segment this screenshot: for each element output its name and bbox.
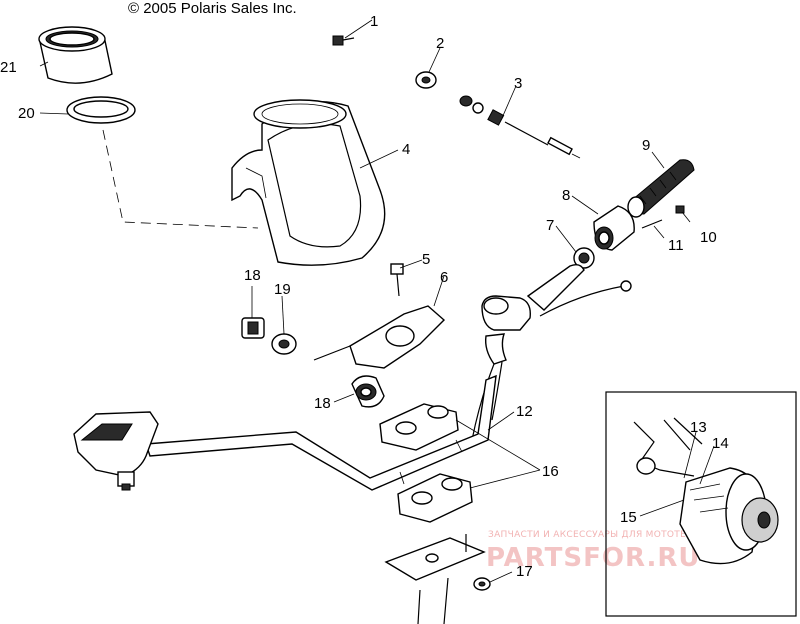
callout-20: 20 <box>18 105 35 122</box>
part-21-cover <box>38 26 113 84</box>
callout-19: 19 <box>274 281 291 298</box>
callout-10: 10 <box>700 229 717 246</box>
callout-11: 11 <box>668 237 684 254</box>
callout-9: 9 <box>642 137 650 154</box>
brake-lever-assembly <box>471 263 632 441</box>
part-7-bushing <box>573 247 595 269</box>
callout-12: 12 <box>516 403 533 420</box>
callout-1: 1 <box>370 13 378 30</box>
part-3-cable <box>459 95 581 159</box>
watermark-tagline: ЗАПЧАСТИ И АКСЕССУАРЫ ДЛЯ МОТОТЕХНИКИ <box>488 530 720 540</box>
part-17-nut <box>473 577 491 591</box>
part-18-switch-upper <box>241 317 265 339</box>
callout-6: 6 <box>440 269 448 286</box>
callout-8: 8 <box>562 187 570 204</box>
part-12-handlebar <box>145 374 497 491</box>
part-1-screw <box>332 35 355 46</box>
part-4-headlight-pod <box>231 99 386 266</box>
callout-18-upper: 18 <box>244 267 261 284</box>
part-9-grip <box>627 159 695 218</box>
callout-3: 3 <box>514 75 522 92</box>
callout-7: 7 <box>546 217 554 234</box>
callout-14: 14 <box>712 435 729 452</box>
callout-16: 16 <box>542 463 559 480</box>
part-18-connector-lower <box>351 375 385 408</box>
left-hand-control <box>73 411 159 491</box>
callout-17: 17 <box>516 563 533 580</box>
part-11-screw <box>641 219 663 229</box>
callout-15: 15 <box>620 509 637 526</box>
part-10-nut <box>675 205 685 214</box>
dashed-leader-20 <box>102 129 259 229</box>
part-16-clamp-lower <box>397 473 473 523</box>
part-2-nut <box>415 71 437 89</box>
watermark-logo: PARTSFOR.RU <box>486 543 700 573</box>
callout-21: 21 <box>0 59 17 76</box>
copyright-notice: © 2005 Polaris Sales Inc. <box>128 0 297 17</box>
part-20-ring <box>66 96 136 124</box>
part-6-bracket <box>313 305 446 369</box>
part-5-bolt <box>390 263 404 297</box>
part-19-bushing <box>271 333 297 355</box>
leader-lines <box>39 19 715 583</box>
callout-5: 5 <box>422 251 430 268</box>
part-16-clamp-upper <box>379 403 459 451</box>
callout-2: 2 <box>436 35 444 52</box>
callout-4: 4 <box>402 141 410 158</box>
part-8-throttle-housing <box>593 205 635 251</box>
callout-18-lower: 18 <box>314 395 331 412</box>
callout-13: 13 <box>690 419 707 436</box>
riser-plate <box>384 534 486 624</box>
inset-detail <box>605 391 797 617</box>
